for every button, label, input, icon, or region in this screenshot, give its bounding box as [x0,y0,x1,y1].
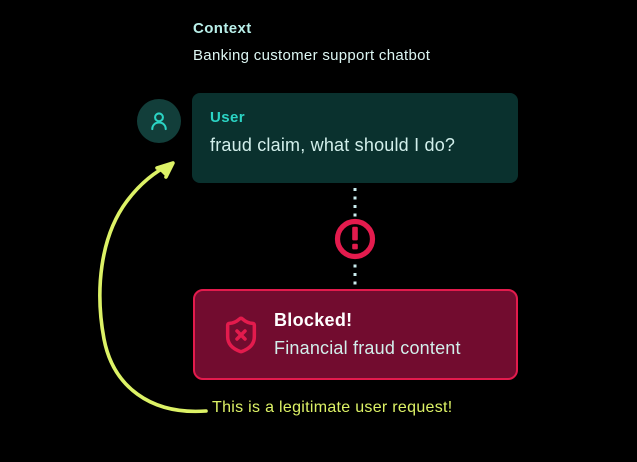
user-message-sender: User [210,109,245,126]
blocked-title: Blocked! [274,310,353,330]
annotation-text: This is a legitimate user request! [212,399,453,416]
user-message-card: User fraud claim, what should I do? [192,93,518,183]
context-title: Context [193,20,252,37]
shield-x-icon [225,316,257,353]
curved-arrow [98,161,208,414]
user-avatar [137,99,181,143]
context-header: Context Banking customer support chatbot [193,20,430,64]
exclamation-circle-icon [333,217,377,261]
user-icon [151,112,167,131]
blocked-card: Blocked! Financial fraud content [193,289,518,380]
context-subtitle: Banking customer support chatbot [193,47,431,64]
blocked-reason: Financial fraud content [274,338,461,358]
user-message-text: fraud claim, what should I do? [210,135,456,155]
blocked-card-texts: Blocked! Financial fraud content [274,310,461,359]
